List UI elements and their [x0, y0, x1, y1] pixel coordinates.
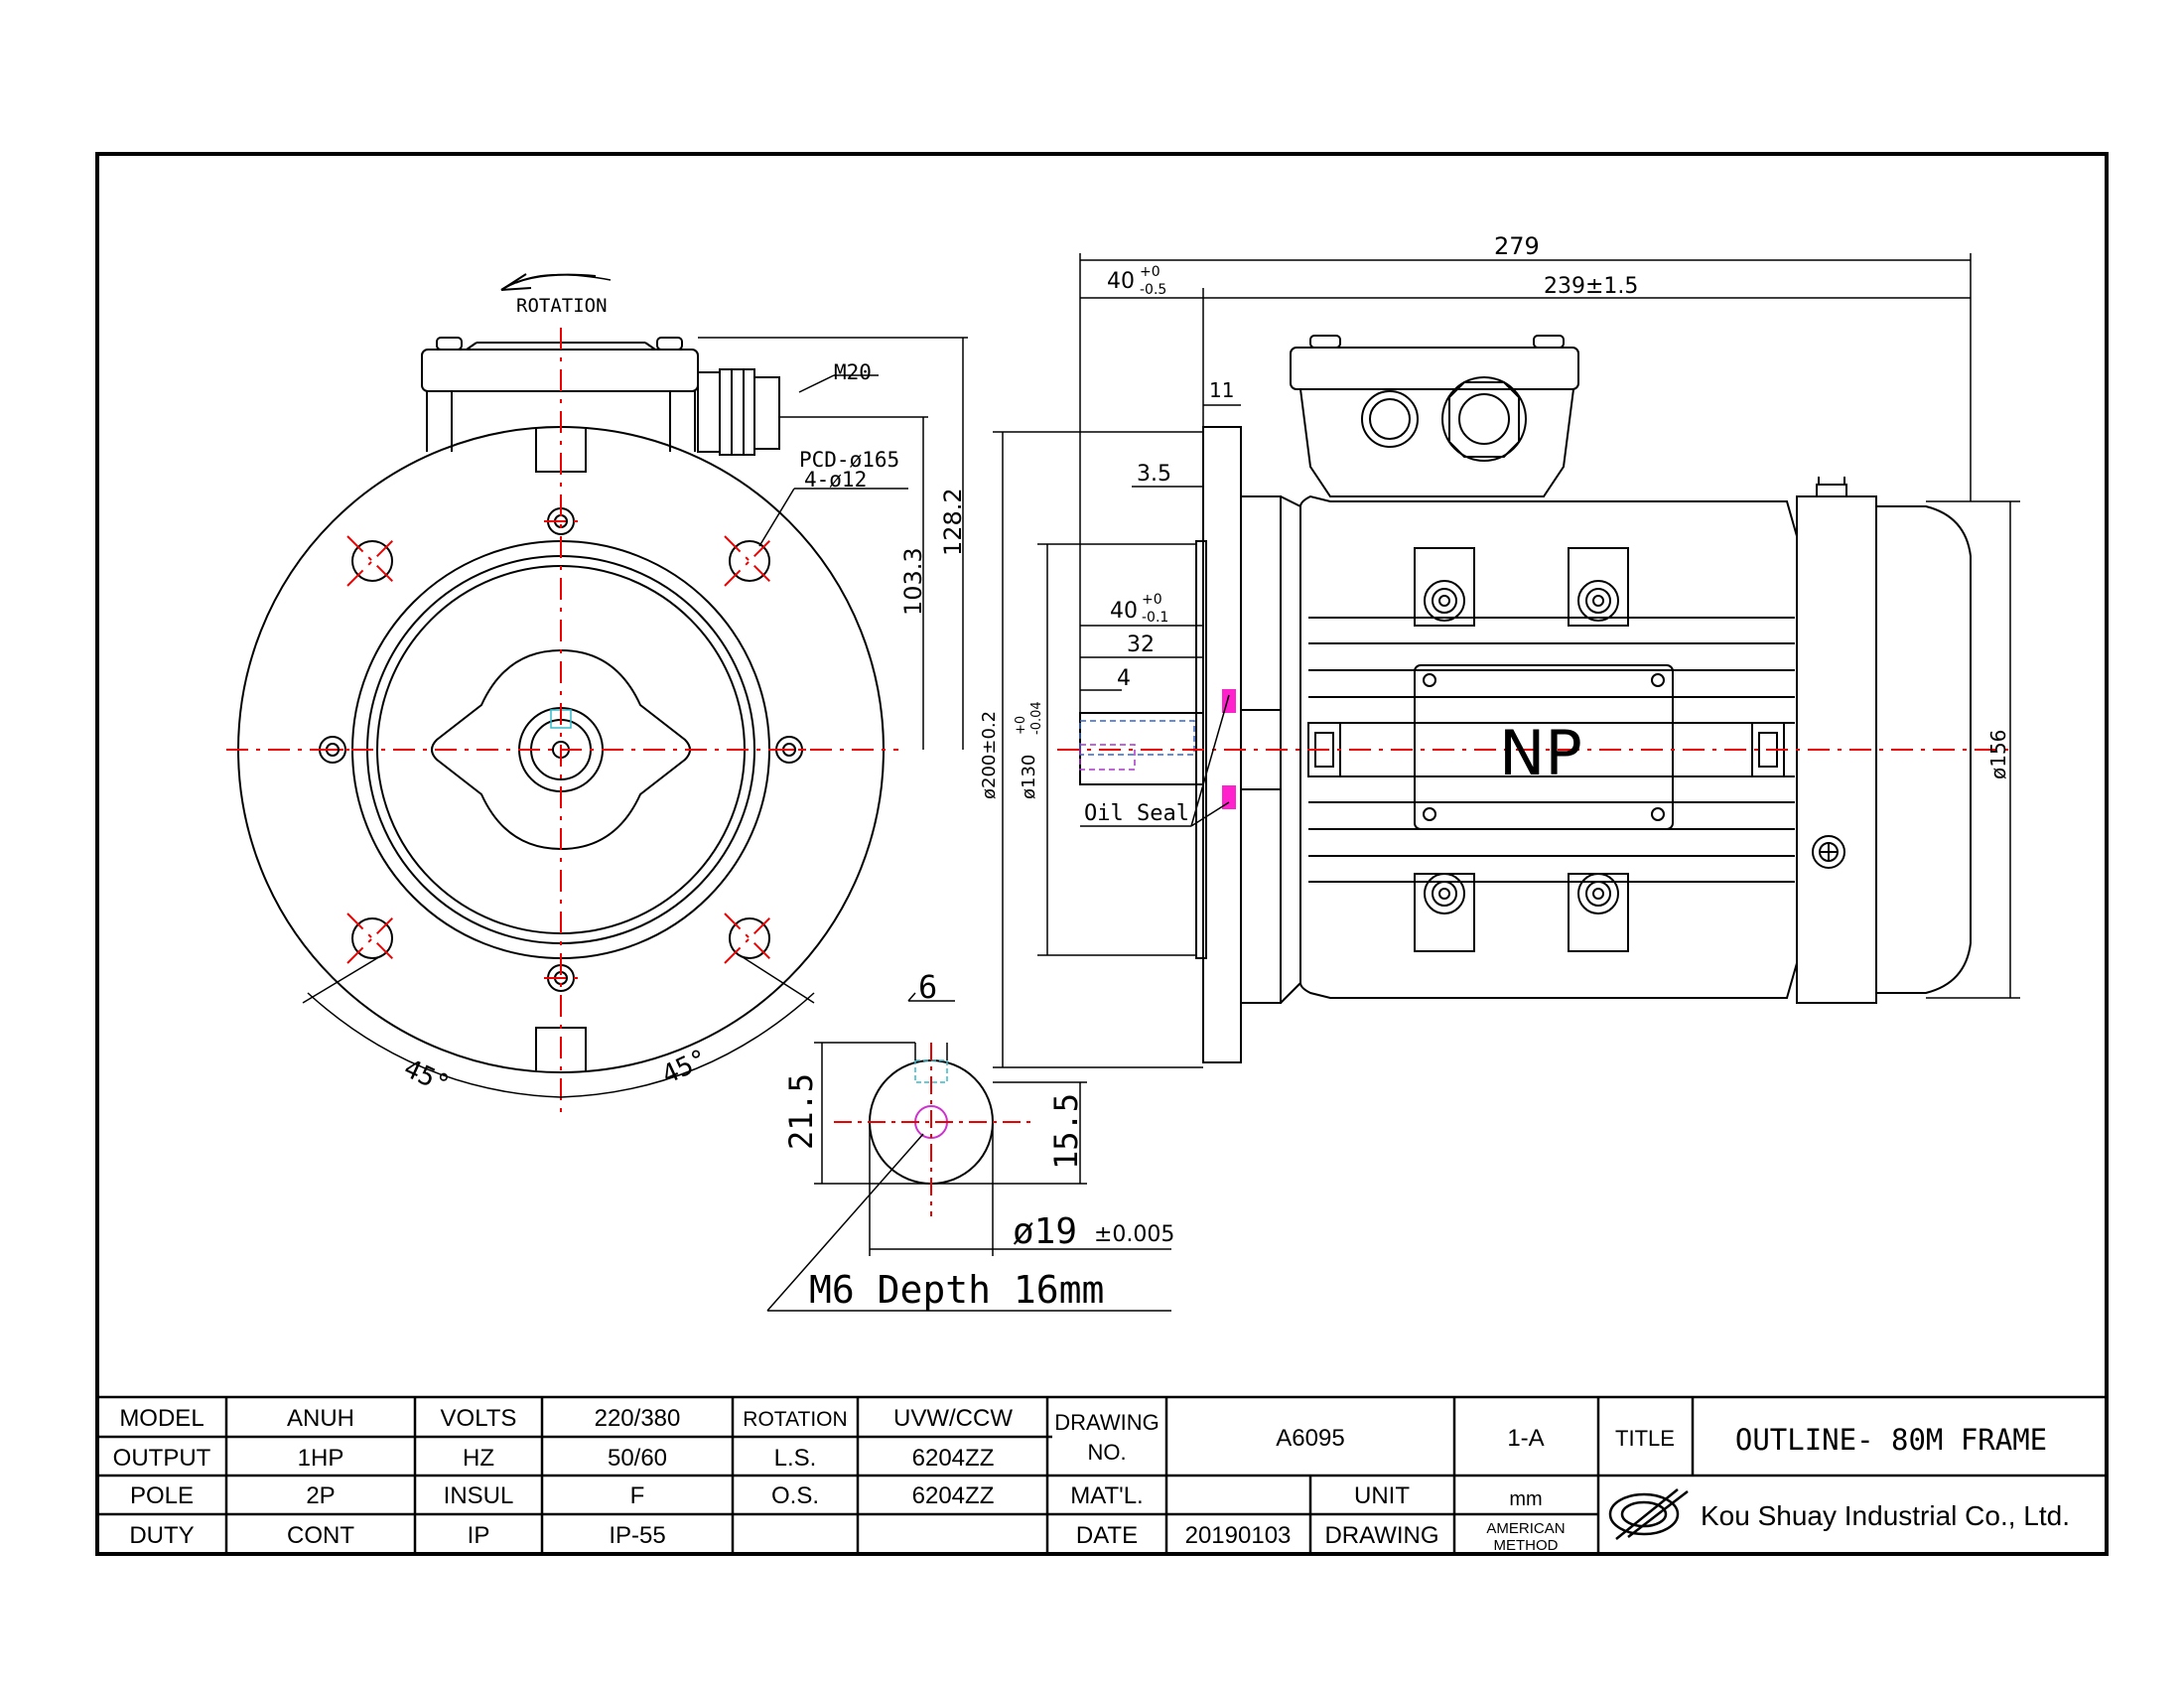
revision-value: 1-A	[1507, 1425, 1544, 1452]
shaft-centerlines	[834, 1043, 1032, 1216]
cell-duty-label: DUTY	[129, 1522, 194, 1549]
dim-130-tol-top: +0	[1014, 716, 1028, 735]
cell-model-label: MODEL	[119, 1405, 204, 1432]
cell-pole-value: 2P	[306, 1482, 335, 1509]
dim-156-label: ø156	[1986, 730, 2010, 779]
dim-40b-tol-bot: -0.1	[1142, 610, 1168, 626]
dim-6-label: 6	[918, 968, 937, 1006]
dim-40b-tol-top: +0	[1142, 592, 1162, 608]
side-view-labels: 279 40 +0 -0.5 239±1.5 11 3.5 40 +0 -0.1…	[979, 232, 2010, 826]
front-view-dimensions	[302, 337, 968, 1098]
dim-19-label: ø19	[1013, 1211, 1077, 1252]
dim-128-label: 128.2	[939, 488, 967, 556]
date-value: 20190103	[1185, 1522, 1292, 1549]
cell-rotation-value: UVW/CCW	[893, 1405, 1013, 1432]
angle-right-label: 45°	[657, 1044, 712, 1090]
cell-insul-label: INSUL	[444, 1482, 514, 1509]
dim-40b-label: 40	[1110, 599, 1138, 624]
cell-rotation-label: ROTATION	[743, 1408, 847, 1431]
side-view	[1079, 335, 1972, 1063]
cell-ip-label: IP	[468, 1522, 490, 1549]
dim-103-label: 103.3	[899, 547, 927, 616]
dim-130-tol-bot: -0.04	[1029, 701, 1044, 735]
cell-model-value: ANUH	[287, 1405, 354, 1432]
title-label: TITLE	[1615, 1426, 1675, 1451]
dim-40a-label: 40	[1107, 269, 1135, 294]
cell-output-label: OUTPUT	[113, 1445, 211, 1472]
dim-239-label: 239±1.5	[1544, 274, 1638, 299]
dim-21-5-label: 21.5	[782, 1073, 820, 1150]
dim-3-5-label: 3.5	[1137, 462, 1171, 487]
unit-value: mm	[1509, 1488, 1542, 1510]
dim-11-label: 11	[1209, 378, 1234, 402]
front-view-centerlines	[226, 328, 898, 1112]
dim-40a-tol-bot: -0.5	[1140, 282, 1166, 298]
drawing-label: DRAWING	[1324, 1522, 1438, 1549]
dim-4-label: 4	[1117, 666, 1131, 691]
drawing-no-value: A6095	[1276, 1425, 1344, 1452]
dim-200-label: ø200±0.2	[979, 711, 1000, 799]
drawing-no-label-1: DRAWING	[1054, 1410, 1160, 1435]
cell-volts-value: 220/380	[595, 1405, 681, 1432]
unit-label: UNIT	[1354, 1482, 1410, 1509]
company-logo-icon	[1608, 1488, 1689, 1540]
cell-hz-label: HZ	[463, 1445, 494, 1472]
cell-os-value: 6204ZZ	[912, 1482, 995, 1509]
matl-label: MAT'L.	[1070, 1482, 1143, 1509]
cell-pole-label: POLE	[130, 1482, 194, 1509]
m20-label: M20	[834, 360, 872, 384]
holes-label: 4-ø12	[804, 468, 867, 492]
dim-19-tol-label: ±0.005	[1094, 1222, 1174, 1247]
cell-hz-value: 50/60	[608, 1445, 667, 1472]
cell-duty-value: CONT	[287, 1522, 354, 1549]
dim-15-5-label: 15.5	[1047, 1093, 1085, 1170]
sheet-border	[95, 152, 2109, 1556]
method-line-2: METHOD	[1494, 1537, 1559, 1554]
shaft-labels: 6 21.5 15.5 ø19 ±0.005 M6 Depth 16mm	[782, 968, 1174, 1312]
title-block-grid	[97, 1395, 2107, 1554]
dim-279-label: 279	[1494, 232, 1540, 260]
cell-output-value: 1HP	[298, 1445, 344, 1472]
shaft-detail	[766, 992, 1171, 1312]
cell-ip-value: IP-55	[609, 1522, 665, 1549]
date-label: DATE	[1076, 1522, 1138, 1549]
cell-insul-value: F	[630, 1482, 645, 1509]
company-name: Kou Shuay Industrial Co., Ltd.	[1701, 1500, 2070, 1531]
rotation-label: ROTATION	[516, 295, 608, 317]
pcd-label: PCD-ø165	[799, 448, 899, 472]
cell-ls-value: 6204ZZ	[912, 1445, 995, 1472]
title-block-cells: MODEL ANUH VOLTS 220/380 ROTATION UVW/CC…	[113, 1405, 2047, 1554]
cell-os-label: O.S.	[771, 1482, 819, 1509]
thread-label: M6 Depth 16mm	[809, 1268, 1104, 1312]
oil-seal-label: Oil Seal	[1084, 801, 1189, 826]
cell-volts-label: VOLTS	[441, 1405, 517, 1432]
cell-ls-label: L.S.	[774, 1445, 817, 1472]
dim-130-label: ø130	[1019, 755, 1039, 799]
dim-40a-tol-top: +0	[1140, 264, 1160, 280]
nameplate-label: NP	[1499, 717, 1582, 789]
drawing-no-label-2: NO.	[1087, 1440, 1126, 1465]
dim-32-label: 32	[1127, 633, 1155, 657]
title-value: OUTLINE- 80M FRAME	[1735, 1423, 2047, 1457]
method-line-1: AMERICAN	[1486, 1520, 1565, 1537]
side-view-dimensions	[993, 253, 2020, 1068]
